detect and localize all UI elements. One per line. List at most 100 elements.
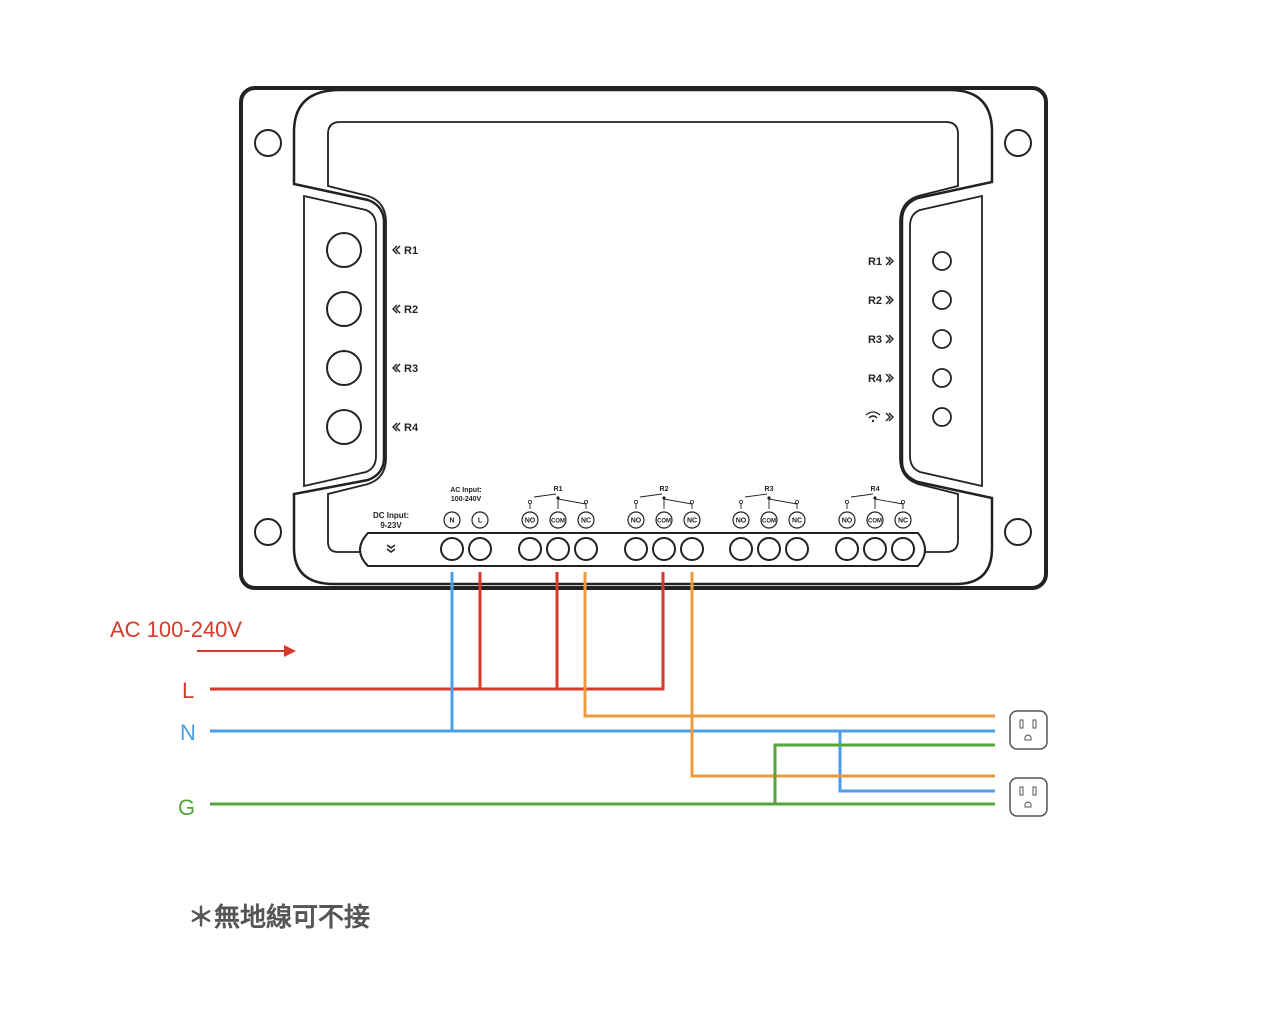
ground-wire-outlet1 — [773, 743, 995, 804]
terminal-screw[interactable] — [518, 537, 542, 561]
terminal-label: COM — [762, 519, 776, 525]
button-label: R2 — [404, 304, 418, 316]
mounting-hole-bottom-right — [1004, 518, 1032, 546]
outlet-2 — [1009, 777, 1048, 817]
outlet-1 — [1009, 710, 1048, 750]
relay-r4-no: NO — [835, 511, 859, 561]
terminal-label: COM — [657, 519, 671, 525]
indicator-label: R4 — [868, 373, 883, 385]
relay-r2: R2 — [634, 486, 695, 509]
indicator-wifi — [865, 407, 952, 427]
terminal-screw[interactable] — [835, 537, 859, 561]
terminal-screw[interactable] — [757, 537, 781, 561]
switched-wire-r1-nc — [583, 572, 995, 718]
button-r2[interactable]: R2 — [326, 291, 418, 327]
terminal-label: COM — [868, 519, 882, 525]
arrow-right-small-icon — [885, 334, 894, 344]
terminal-screw[interactable] — [680, 537, 704, 561]
relay-r3-com: COM — [757, 511, 781, 561]
arrow-right-icon — [197, 645, 296, 657]
terminal-label: L — [478, 518, 483, 525]
neutral-label: N — [180, 720, 196, 745]
mounting-hole-top-left — [254, 129, 282, 157]
relay-r2-com: COM — [652, 511, 676, 561]
relay-r1-nc: NC — [574, 511, 598, 561]
terminal-screw[interactable] — [891, 537, 915, 561]
button-r3[interactable]: R3 — [326, 350, 418, 386]
arrow-left-icon — [392, 422, 401, 432]
terminal-label: NC — [792, 518, 802, 525]
relay-r1: R1 — [528, 486, 589, 509]
live-wire-main — [210, 572, 665, 691]
dc-input-voltage: 9-23V — [380, 521, 402, 530]
arrow-right-small-icon — [885, 373, 894, 383]
arrow-left-icon — [392, 363, 401, 373]
dc-port-icon — [386, 544, 396, 553]
terminal-screw[interactable] — [652, 537, 676, 561]
live-label: L — [182, 678, 194, 703]
terminal-label: NO — [631, 518, 642, 525]
mounting-hole-bottom-left — [254, 518, 282, 546]
terminal-label: NC — [898, 518, 908, 525]
relay-r3: R3 — [739, 486, 800, 509]
footnote: ＊無地線可不接 — [188, 902, 370, 932]
terminal-screw[interactable] — [863, 537, 887, 561]
neutral-wire-outlet2 — [838, 731, 995, 793]
terminal-label: N — [449, 518, 454, 525]
arrow-left-icon — [392, 304, 401, 314]
terminal-screw[interactable] — [624, 537, 648, 561]
terminal-label: NC — [581, 518, 591, 525]
terminal-screw[interactable] — [468, 537, 492, 561]
ac-supply-title: AC 100-240V — [110, 617, 242, 642]
indicator-label: R3 — [868, 334, 882, 346]
relay-r1-com: COM — [546, 511, 570, 561]
relay-r4-nc: NC — [891, 511, 915, 561]
front-frame-inner — [327, 121, 959, 553]
indicator-r3: R3 — [868, 329, 952, 349]
indicator-label: R1 — [868, 256, 882, 268]
arrow-right-small-icon — [885, 295, 894, 305]
relay-r4-com: COM — [863, 511, 887, 561]
relay-label: R3 — [765, 486, 774, 493]
relay-r4: R4 — [845, 486, 906, 509]
relay-r2-no: NO — [624, 511, 648, 561]
terminal-screw[interactable] — [574, 537, 598, 561]
left-side-panel — [303, 194, 377, 488]
indicator-r2: R2 — [868, 290, 952, 310]
arrow-right-small-icon — [885, 412, 894, 422]
terminal-screw[interactable] — [440, 537, 464, 561]
button-r1[interactable]: R1 — [326, 232, 418, 268]
ac-terminal-l: L — [468, 511, 492, 561]
terminal-label: NO — [736, 518, 747, 525]
arrow-left-icon — [392, 245, 401, 255]
ac-input-voltage: 100-240V — [451, 496, 482, 503]
ground-label: G — [178, 795, 195, 820]
front-frame — [292, 88, 994, 586]
wiring — [210, 572, 995, 806]
relay-label: R1 — [554, 486, 563, 493]
indicator-r4: R4 — [868, 368, 952, 388]
terminal-screw[interactable] — [785, 537, 809, 561]
relay-r3-nc: NC — [785, 511, 809, 561]
dc-input-label: DC Input: — [373, 511, 409, 520]
ac-terminal-n: N — [440, 511, 464, 561]
relay-r3-no: NO — [729, 511, 753, 561]
terminal-label: COM — [551, 519, 565, 525]
terminal-screw[interactable] — [729, 537, 753, 561]
terminal-label: NC — [687, 518, 697, 525]
terminal-screw[interactable] — [546, 537, 570, 561]
button-label: R1 — [404, 245, 418, 257]
relay-r1-no: NO — [518, 511, 542, 561]
indicator-label: R2 — [868, 295, 882, 307]
button-label: R3 — [404, 363, 418, 375]
relay-label: R2 — [660, 486, 669, 493]
relay-r2-nc: NC — [680, 511, 704, 561]
switched-wire-r2-nc — [690, 572, 995, 778]
mounting-hole-top-right — [1004, 129, 1032, 157]
button-r4[interactable]: R4 — [326, 409, 419, 445]
terminal-label: NO — [525, 518, 536, 525]
